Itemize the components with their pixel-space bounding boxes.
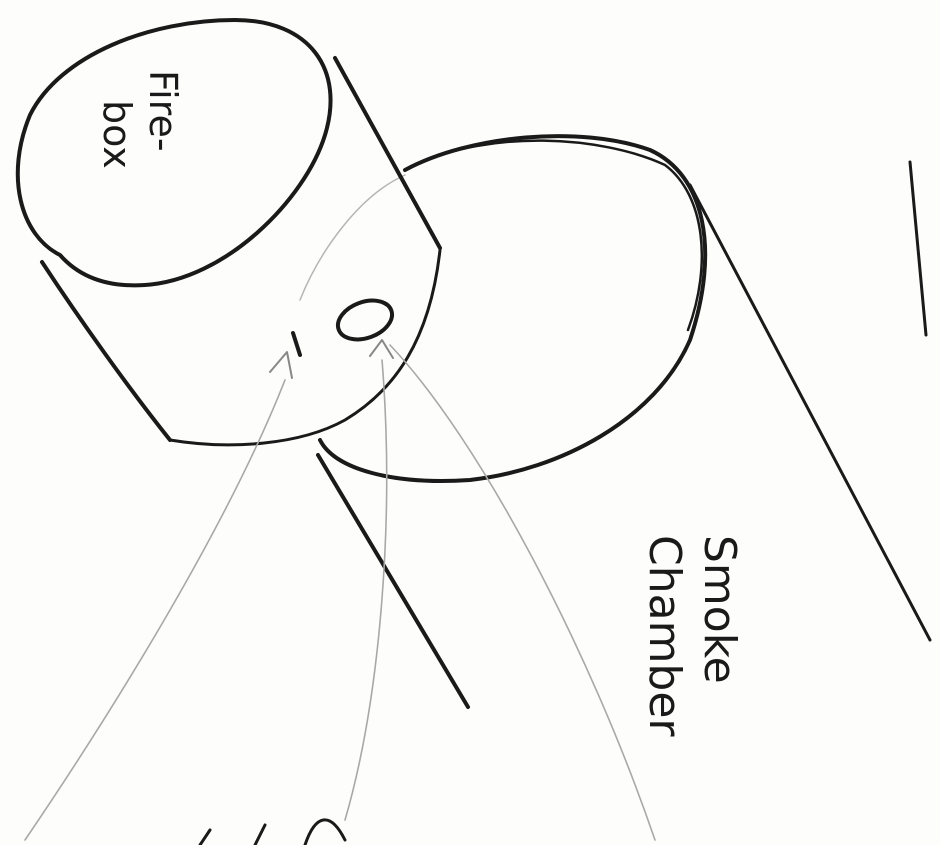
leader-line-hole-right — [390, 345, 655, 840]
leader-lines — [25, 340, 655, 840]
leader-arrowhead-tick — [270, 352, 292, 378]
smoke-chamber-end-circle-overlap — [415, 141, 702, 330]
smoke-chamber-label: Smoke Chamber — [639, 535, 745, 737]
smoke-chamber — [300, 136, 930, 707]
smoke-chamber-far-edge — [910, 162, 926, 335]
scribble-stroke — [200, 820, 345, 845]
cut-off-scribble — [200, 820, 345, 845]
small-tick-mark — [293, 333, 300, 355]
damper-hole — [333, 294, 398, 347]
smoke-chamber-hidden-arc — [300, 175, 405, 300]
firebox-side-top — [335, 58, 440, 248]
firebox — [18, 20, 440, 445]
leader-arrowhead-hole — [370, 340, 393, 358]
firebox-end-circle — [18, 20, 331, 285]
connection-features — [293, 294, 397, 355]
leader-line-hole-left — [345, 360, 387, 820]
smoke-chamber-label-line1: Smoke — [694, 535, 745, 684]
firebox-side-bottom — [42, 262, 170, 440]
firebox-label-line1: Fire- — [141, 70, 185, 152]
smoke-chamber-bottom-edge — [318, 455, 468, 707]
leader-line-tick — [25, 380, 285, 840]
firebox-label: Fire- box — [95, 70, 185, 169]
smoke-chamber-label-line2: Chamber — [639, 535, 690, 737]
firebox-back-arc — [170, 250, 440, 445]
firebox-label-line2: box — [95, 100, 139, 169]
smoke-chamber-end-circle — [320, 136, 705, 481]
